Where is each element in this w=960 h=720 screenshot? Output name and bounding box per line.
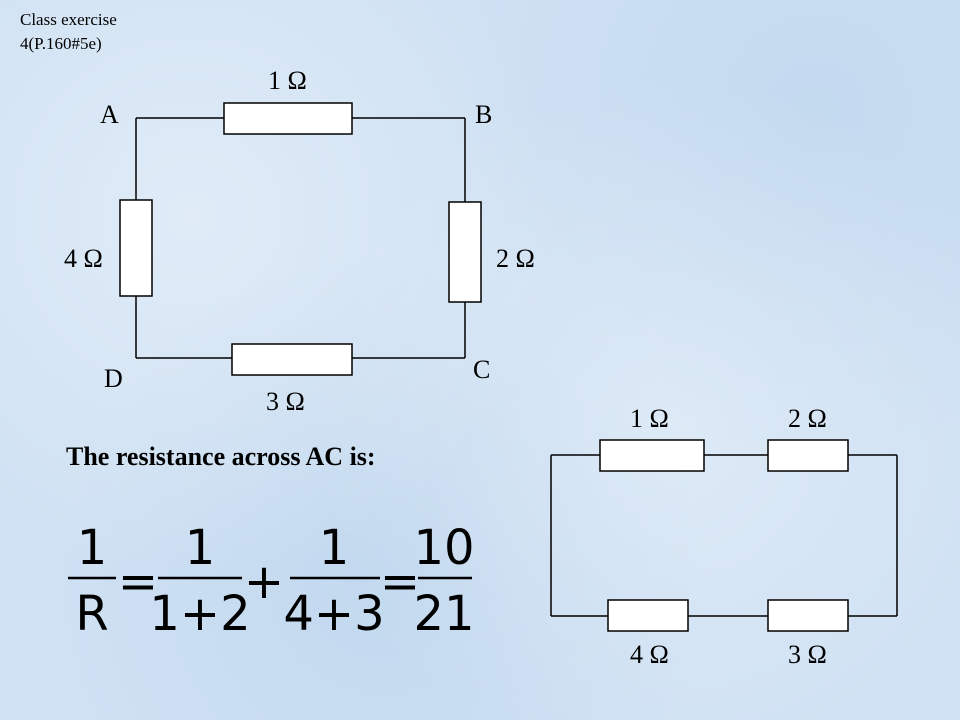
eq-resistor-4-label: 4 Ω: [630, 640, 669, 669]
resistor-right: [448, 201, 482, 303]
resistor-bottom-label: 3 Ω: [266, 387, 305, 416]
eq-resistor-1-label: 1 Ω: [630, 404, 669, 433]
resistor-left-label: 4 Ω: [64, 244, 103, 273]
node-a-label: A: [100, 100, 119, 129]
eq-term2-numerator: 1: [319, 520, 350, 576]
resistor-left: [119, 199, 153, 297]
equals-sign: =: [380, 554, 420, 610]
node-d-label: D: [104, 364, 123, 393]
eq-lhs-denominator: R: [75, 586, 108, 640]
eq-term1-denominator: 1+2: [149, 586, 250, 640]
eq-term2-denominator: 4+3: [283, 586, 384, 640]
plus-sign: +: [244, 554, 284, 610]
eq-resistor-2: [767, 439, 849, 472]
eq-rhs-denominator: 21: [413, 586, 474, 640]
eq-rhs-numerator: 10: [413, 520, 474, 576]
exercise-title: Class exercise 4(P.160#5e): [20, 8, 117, 56]
exercise-reference: 4(P.160#5e): [20, 34, 102, 53]
exercise-title-line1: Class exercise: [20, 10, 117, 29]
eq-resistor-3: [767, 599, 849, 632]
eq-resistor-2-label: 2 Ω: [788, 404, 827, 433]
eq-resistor-3-label: 3 Ω: [788, 640, 827, 669]
eq-term1-numerator: 1: [185, 520, 216, 576]
resistor-right-label: 2 Ω: [496, 244, 535, 273]
node-c-label: C: [473, 355, 491, 384]
eq-lhs-numerator: 1: [77, 520, 108, 576]
resistor-top-label: 1 Ω: [268, 66, 307, 95]
node-b-label: B: [475, 100, 493, 129]
resistance-equation: 1 R = 1 1+2 + 1 4+3 = 10 21: [68, 520, 475, 640]
equivalent-circuit: [550, 454, 898, 617]
equals-sign: =: [118, 554, 158, 610]
eq-resistor-4: [607, 599, 689, 632]
resistor-top: [223, 102, 353, 135]
question-text: The resistance across AC is:: [66, 442, 376, 471]
eq-resistor-1: [599, 439, 705, 472]
resistor-bottom: [231, 343, 353, 376]
